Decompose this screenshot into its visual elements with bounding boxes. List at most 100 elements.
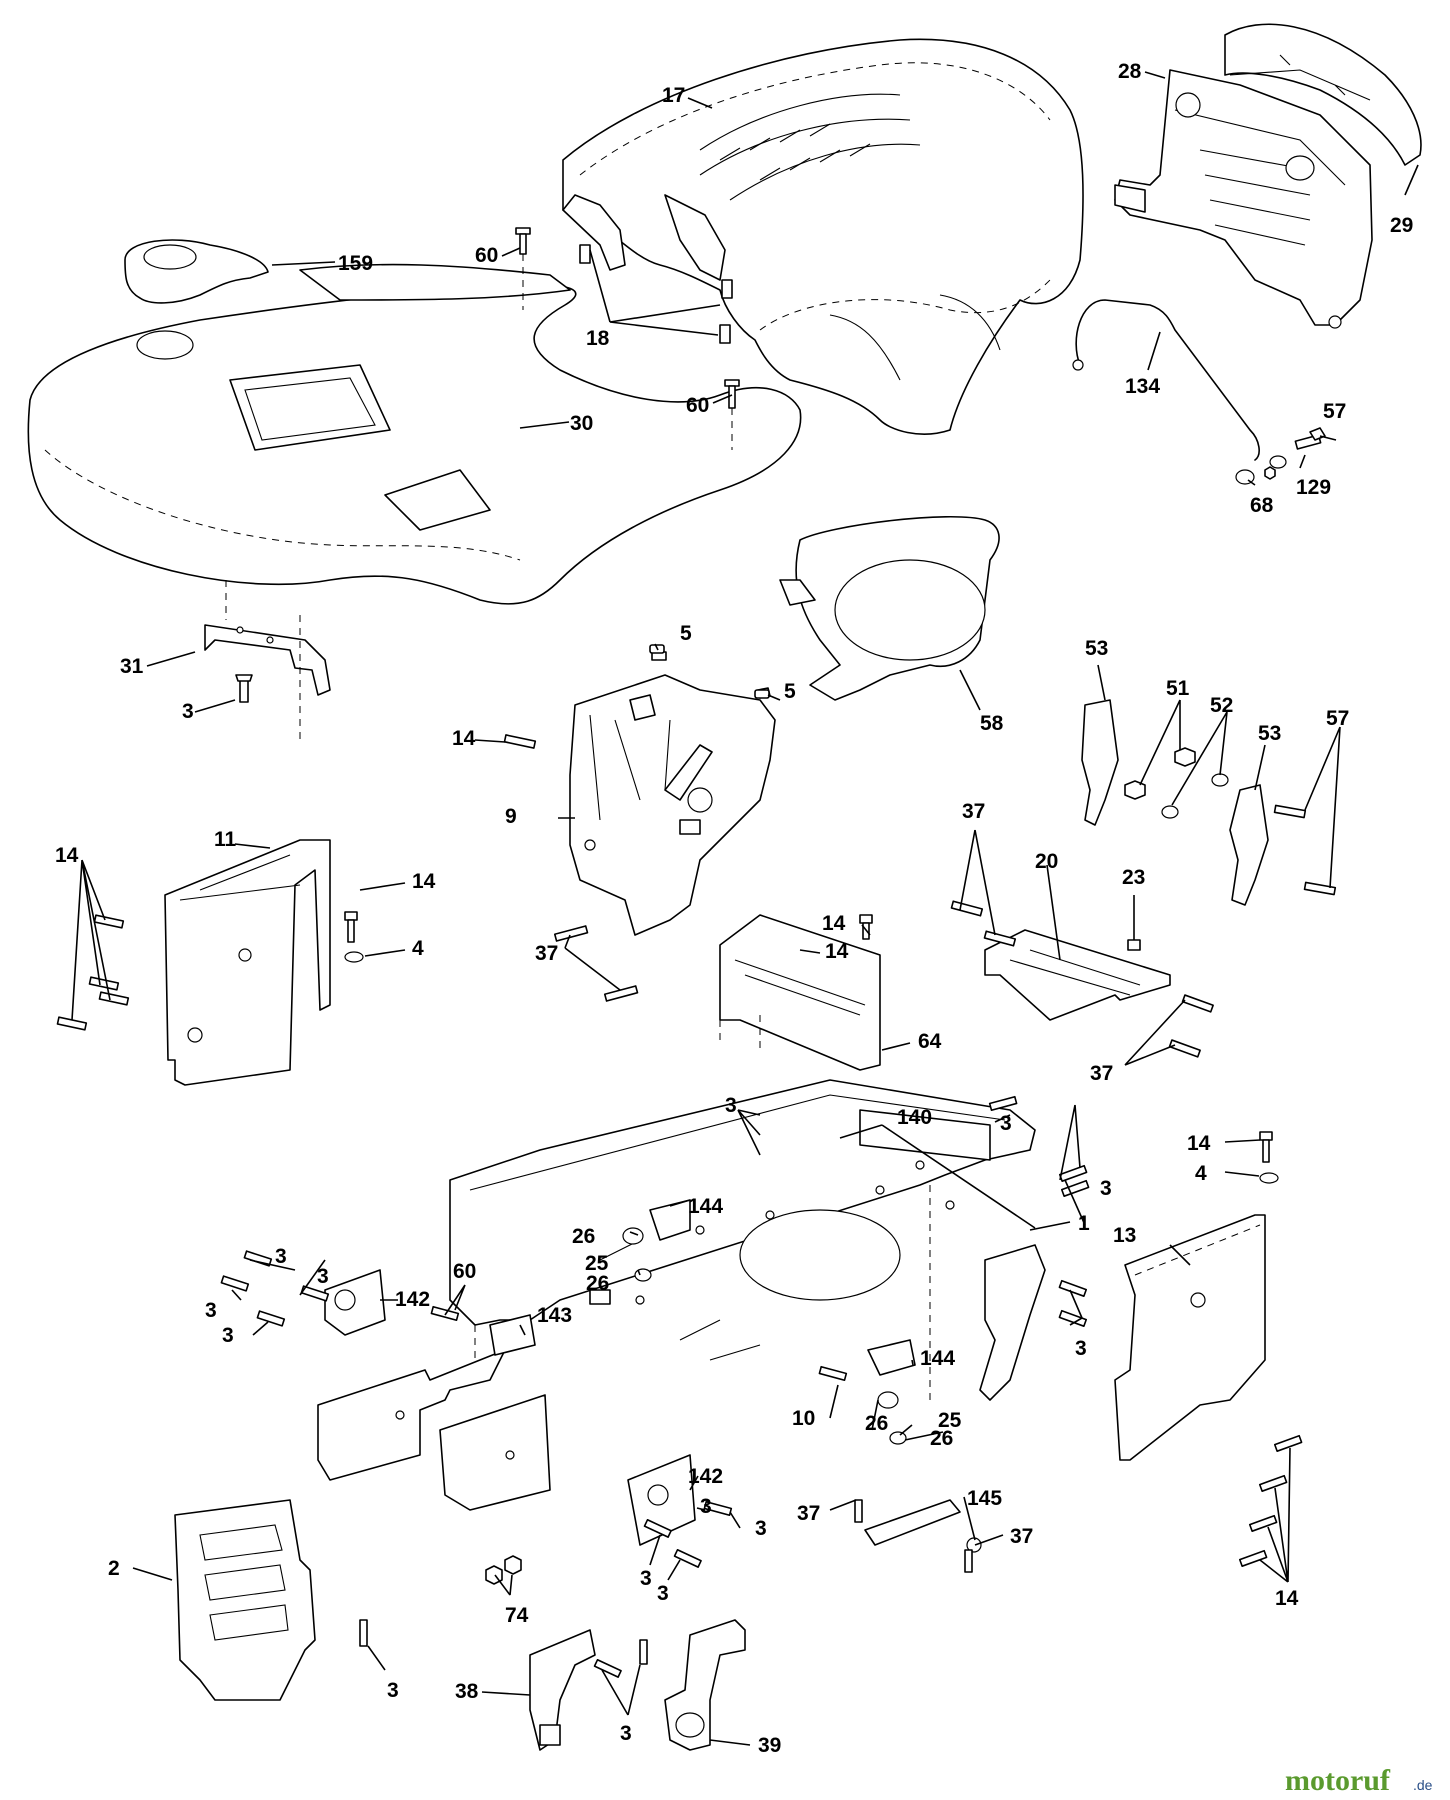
callout-38: 38 — [455, 1680, 479, 1703]
callout-129: 129 — [1296, 476, 1331, 499]
frame-bracket-right — [979, 1244, 1046, 1401]
callout-60-top: 60 — [475, 244, 498, 267]
callout-26-b: 26 — [586, 1272, 609, 1295]
callout-18: 18 — [586, 327, 610, 350]
firewall-part — [569, 651, 776, 936]
frame-part — [449, 1079, 1036, 1400]
watermark-brand: motoruf — [1285, 1764, 1391, 1797]
callout-17: 17 — [662, 84, 685, 107]
callout-25-b: 25 — [938, 1409, 962, 1432]
callout-144-a: 144 — [688, 1195, 723, 1218]
callout-14-d: 14 — [825, 940, 849, 963]
callout-60-low: 60 — [453, 1260, 476, 1283]
callout-labels: 17 28 29 159 60 18 60 30 134 57 129 68 5… — [55, 60, 1413, 1757]
fender-support-11-part — [56, 839, 364, 1086]
callout-11: 11 — [214, 828, 237, 851]
callout-143: 143 — [537, 1304, 572, 1327]
callout-134: 134 — [1125, 375, 1160, 398]
callout-14-f: 14 — [1187, 1132, 1211, 1155]
callout-37-a: 37 — [535, 942, 558, 965]
callout-14-b: 14 — [55, 844, 79, 867]
callout-3-n: 3 — [387, 1679, 399, 1702]
callout-37-b: 37 — [962, 800, 985, 823]
callout-28: 28 — [1118, 60, 1142, 83]
front-plate-parts — [317, 1269, 696, 1546]
callout-3-h: 3 — [222, 1324, 234, 1347]
dash-panel-part — [27, 263, 802, 605]
callout-3-g: 3 — [205, 1299, 217, 1322]
callout-57-b: 57 — [1326, 707, 1349, 730]
callout-159: 159 — [338, 252, 373, 275]
callout-leaders — [71, 71, 1419, 1746]
callout-14-g: 14 — [1275, 1587, 1299, 1610]
callout-31: 31 — [120, 655, 144, 678]
watermark-logo: motoruf .de — [1285, 1764, 1433, 1797]
callout-3-f: 3 — [317, 1265, 329, 1288]
callout-3-b: 3 — [725, 1094, 737, 1117]
callout-5-a: 5 — [680, 622, 692, 645]
hood-part — [562, 38, 1084, 435]
callout-25-a: 25 — [585, 1252, 609, 1275]
callout-9: 9 — [505, 805, 517, 828]
callout-68: 68 — [1250, 494, 1274, 517]
callout-53-a: 53 — [1085, 637, 1108, 660]
callout-3-c: 3 — [1000, 1112, 1012, 1135]
callout-64: 64 — [918, 1030, 942, 1053]
bracket-64-part — [719, 914, 881, 1071]
callout-3-l: 3 — [640, 1567, 652, 1590]
callout-14-e: 14 — [822, 912, 846, 935]
callout-144-b: 144 — [920, 1347, 955, 1370]
plate-20-part — [950, 900, 1214, 1058]
bracket-53-parts — [1081, 699, 1337, 906]
callout-14-c: 14 — [412, 870, 436, 893]
brackets-38-39 — [529, 1619, 746, 1751]
callout-1: 1 — [1078, 1212, 1090, 1235]
bracket-31-part — [204, 580, 331, 745]
watermark-tld: .de — [1413, 1777, 1433, 1793]
callout-58: 58 — [980, 712, 1004, 735]
callout-14-a: 14 — [452, 727, 476, 750]
callout-3-j: 3 — [700, 1495, 712, 1518]
callout-13: 13 — [1113, 1224, 1136, 1247]
callout-26-d: 26 — [930, 1427, 953, 1450]
callout-53-b: 53 — [1258, 722, 1281, 745]
callout-74: 74 — [505, 1604, 529, 1627]
fender-support-13-part — [1114, 1131, 1279, 1461]
callout-3-e: 3 — [275, 1245, 287, 1268]
lens-part — [1224, 23, 1422, 166]
callout-26-a: 26 — [572, 1225, 595, 1248]
callout-29: 29 — [1390, 214, 1413, 237]
callout-145: 145 — [967, 1487, 1002, 1510]
callout-26-c: 26 — [865, 1412, 888, 1435]
callout-4-a: 4 — [412, 937, 424, 960]
screen-part — [779, 515, 1000, 701]
front-plate-2-part — [174, 1499, 316, 1701]
callout-37-d: 37 — [797, 1502, 820, 1525]
hood-rod-part — [1072, 299, 1326, 485]
callout-37-c: 37 — [1090, 1062, 1113, 1085]
cup-holder-part — [124, 239, 269, 304]
callout-57-top: 57 — [1323, 400, 1346, 423]
callout-52: 52 — [1210, 694, 1233, 717]
screw-60-parts — [515, 227, 740, 450]
callout-3-a: 3 — [182, 700, 194, 723]
callout-142-b: 142 — [688, 1465, 723, 1488]
callout-51: 51 — [1166, 677, 1190, 700]
callout-3-d: 3 — [1100, 1177, 1112, 1200]
hardware-bolts — [220, 644, 1303, 1678]
grille-part — [1114, 69, 1373, 329]
callout-142-a: 142 — [395, 1288, 430, 1311]
callout-10: 10 — [792, 1407, 815, 1430]
callout-3-i: 3 — [1075, 1337, 1087, 1360]
callout-3-m: 3 — [657, 1582, 669, 1605]
callout-39: 39 — [758, 1734, 781, 1757]
callout-2: 2 — [108, 1557, 120, 1580]
callout-60-mid: 60 — [686, 394, 709, 417]
callout-37-e: 37 — [1010, 1525, 1033, 1548]
callout-3-k: 3 — [755, 1517, 767, 1540]
callout-5-b: 5 — [784, 680, 796, 703]
callout-30: 30 — [570, 412, 593, 435]
callout-23: 23 — [1122, 866, 1145, 889]
callout-140: 140 — [897, 1106, 932, 1129]
